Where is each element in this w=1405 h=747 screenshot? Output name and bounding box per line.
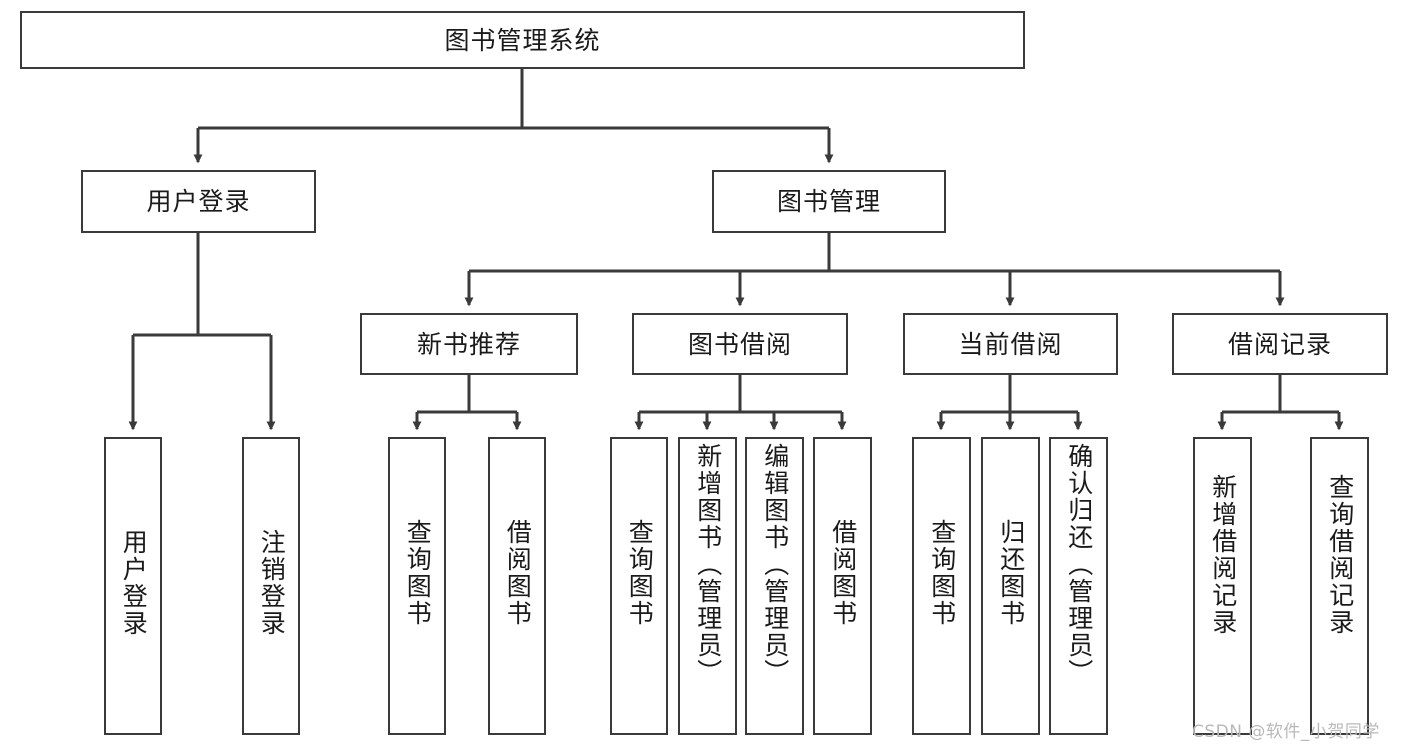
node-label: 借阅记录 <box>1227 329 1332 359</box>
node-label: 确认归还（管理员） <box>1064 443 1094 686</box>
leaf-user-login[interactable]: 用户登录 <box>104 437 162 735</box>
leaf-edit-book[interactable]: 编辑图书（管理员） <box>745 437 804 735</box>
node-label: 新增图书（管理员） <box>693 443 723 686</box>
node-label: 用户登录 <box>119 529 149 637</box>
node-label: 注销登录 <box>257 529 287 637</box>
node-current-borrow[interactable]: 当前借阅 <box>903 313 1118 375</box>
node-root-book-management-system[interactable]: 图书管理系统 <box>20 11 1025 69</box>
node-label: 当前借阅 <box>958 329 1063 359</box>
node-label: 查询图书 <box>403 519 433 627</box>
node-label: 新增借阅记录 <box>1208 474 1238 636</box>
leaf-add-borrow-record[interactable]: 新增借阅记录 <box>1193 437 1252 735</box>
leaf-user-logout[interactable]: 注销登录 <box>242 437 300 735</box>
node-label: 编辑图书（管理员） <box>760 443 790 686</box>
node-label: 借阅图书 <box>828 519 858 627</box>
node-book-management[interactable]: 图书管理 <box>712 170 946 233</box>
node-label: 查询图书 <box>625 519 655 627</box>
node-label: 图书借阅 <box>687 329 792 359</box>
leaf-query-book-current[interactable]: 查询图书 <box>912 437 971 735</box>
node-label: 图书管理 <box>776 187 881 216</box>
node-label: 借阅图书 <box>503 519 533 627</box>
node-label: 用户登录 <box>146 187 251 216</box>
leaf-query-book-borrow[interactable]: 查询图书 <box>610 437 668 735</box>
node-label: 新书推荐 <box>416 329 521 359</box>
leaf-borrow-book-recommend[interactable]: 借阅图书 <box>488 437 546 735</box>
node-user-login[interactable]: 用户登录 <box>81 170 316 233</box>
node-label: 查询图书 <box>927 519 957 627</box>
leaf-add-book[interactable]: 新增图书（管理员） <box>678 437 737 735</box>
leaf-return-book[interactable]: 归还图书 <box>981 437 1040 735</box>
node-new-book-recommend[interactable]: 新书推荐 <box>360 313 578 375</box>
node-book-borrow[interactable]: 图书借阅 <box>632 313 848 375</box>
leaf-borrow-book[interactable]: 借阅图书 <box>813 437 872 735</box>
node-label: 查询借阅记录 <box>1325 474 1355 636</box>
node-label: 归还图书 <box>996 519 1026 627</box>
node-label: 图书管理系统 <box>444 25 601 55</box>
watermark-csdn: CSDN @软件_小贺同学 <box>1192 722 1380 742</box>
node-borrow-record[interactable]: 借阅记录 <box>1172 313 1388 375</box>
leaf-query-borrow-record[interactable]: 查询借阅记录 <box>1310 437 1369 735</box>
leaf-confirm-return[interactable]: 确认归还（管理员） <box>1049 437 1108 735</box>
leaf-query-book-recommend[interactable]: 查询图书 <box>388 437 446 735</box>
